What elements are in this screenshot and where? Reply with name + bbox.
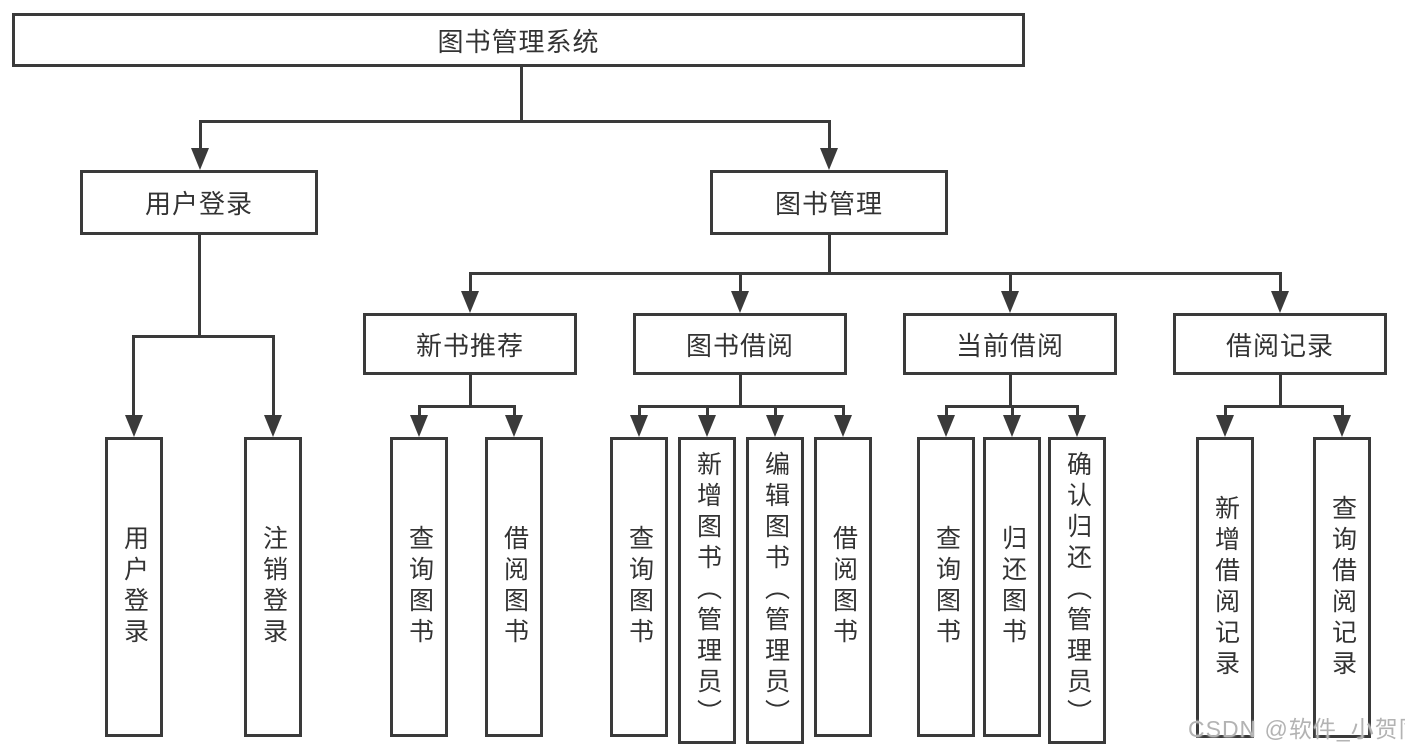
- connector-line: [1341, 405, 1344, 417]
- connector-line: [638, 405, 641, 417]
- leaf-user-login: 用户登录: [105, 437, 163, 737]
- connector-line: [199, 120, 831, 123]
- leaf-label: 编辑图书（管理员）: [761, 451, 790, 730]
- leaf-add-borrow-record: 新增借阅记录: [1196, 437, 1254, 738]
- connector-line: [739, 374, 742, 406]
- connector-line: [706, 405, 709, 417]
- connector-line: [199, 120, 202, 150]
- leaf-query-borrow-record: 查询借阅记录: [1313, 437, 1371, 738]
- connector-line: [828, 120, 831, 150]
- leaf-logout: 注销登录: [244, 437, 302, 737]
- node-borrowing-records: 借阅记录: [1173, 313, 1387, 375]
- arrowhead: [461, 291, 479, 313]
- leaf-confirm-return-admin: 确认归还（管理员）: [1048, 437, 1106, 744]
- node-book-borrowing: 图书借阅: [633, 313, 847, 375]
- leaf-label: 借阅图书: [500, 525, 529, 649]
- arrowhead: [1271, 291, 1289, 313]
- arrowhead: [191, 148, 209, 170]
- watermark: CSDN @软件_小贺同学: [1188, 716, 1405, 742]
- connector-line: [198, 234, 201, 335]
- node-user-login: 用户登录: [80, 170, 318, 235]
- connector-line: [1224, 405, 1344, 408]
- leaf-edit-book-admin: 编辑图书（管理员）: [746, 437, 804, 744]
- connector-line: [1279, 272, 1282, 293]
- leaf-label: 注销登录: [259, 525, 288, 649]
- arrowhead: [1333, 415, 1351, 437]
- leaf-add-book-admin: 新增图书（管理员）: [678, 437, 736, 744]
- connector-line: [945, 405, 948, 417]
- connector-line: [739, 272, 742, 293]
- leaf-label: 新增图书（管理员）: [693, 451, 722, 730]
- leaf-return-book: 归还图书: [983, 437, 1041, 737]
- node-current-borrowing: 当前借阅: [903, 313, 1117, 375]
- connector-line: [1011, 405, 1014, 417]
- connector-line: [1009, 272, 1012, 293]
- leaf-label: 归还图书: [998, 525, 1027, 649]
- arrowhead: [264, 415, 282, 437]
- arrowhead: [125, 415, 143, 437]
- leaf-label: 查询借阅记录: [1328, 494, 1357, 681]
- connector-line: [638, 405, 845, 408]
- connector-line: [828, 234, 831, 272]
- leaf-label: 查询图书: [932, 525, 961, 649]
- connector-line: [469, 272, 472, 293]
- leaf-borrow-books-2: 借阅图书: [814, 437, 872, 737]
- leaf-label: 新增借阅记录: [1211, 494, 1240, 681]
- connector-line: [1224, 405, 1227, 417]
- connector-line: [469, 374, 472, 406]
- node-library-management-system: 图书管理系统: [12, 13, 1025, 67]
- connector-line: [132, 335, 135, 415]
- connector-line: [418, 405, 421, 417]
- arrowhead: [1001, 291, 1019, 313]
- node-book-management: 图书管理: [710, 170, 948, 235]
- leaf-label: 确认归还（管理员）: [1063, 451, 1092, 730]
- arrowhead: [505, 415, 523, 437]
- leaf-query-books: 查询图书: [390, 437, 448, 737]
- arrowhead: [630, 415, 648, 437]
- connector-line: [513, 405, 516, 417]
- leaf-label: 查询图书: [625, 525, 654, 649]
- arrowhead: [820, 148, 838, 170]
- connector-line: [418, 405, 516, 408]
- leaf-label: 用户登录: [120, 525, 149, 649]
- connector-line: [774, 405, 777, 417]
- connector-line: [842, 405, 845, 417]
- leaf-query-books-3: 查询图书: [917, 437, 975, 737]
- connector-line: [469, 272, 1282, 275]
- leaf-query-books-2: 查询图书: [610, 437, 668, 737]
- arrowhead: [1216, 415, 1234, 437]
- arrowhead: [834, 415, 852, 437]
- node-new-book-recommendation: 新书推荐: [363, 313, 577, 375]
- leaf-label: 借阅图书: [829, 525, 858, 649]
- arrowhead: [1068, 415, 1086, 437]
- arrowhead: [698, 415, 716, 437]
- connector-line: [132, 335, 275, 338]
- arrowhead: [1003, 415, 1021, 437]
- connector-line: [1279, 374, 1282, 406]
- connector-line: [1009, 374, 1012, 406]
- arrowhead: [410, 415, 428, 437]
- arrowhead: [731, 291, 749, 313]
- connector-line: [520, 67, 523, 120]
- connector-line: [272, 335, 275, 415]
- connector-line: [1076, 405, 1079, 417]
- arrowhead: [766, 415, 784, 437]
- leaf-borrow-books: 借阅图书: [485, 437, 543, 737]
- arrowhead: [937, 415, 955, 437]
- leaf-label: 查询图书: [405, 525, 434, 649]
